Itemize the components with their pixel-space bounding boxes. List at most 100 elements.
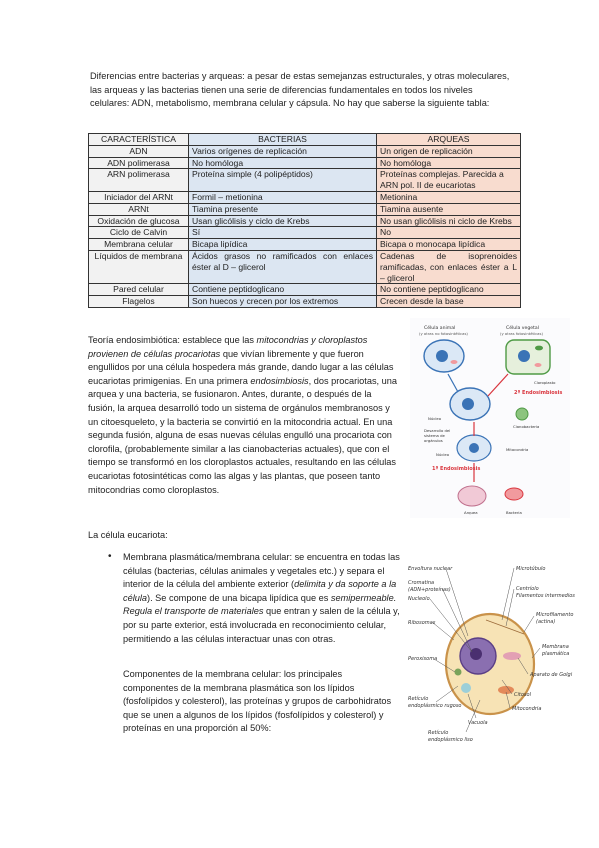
header-characteristic: CARACTERÍSTICA	[88, 133, 189, 146]
golgi-label: Aparato de Golgi	[529, 672, 573, 678]
table-row: ADN Varios orígenes de replicación Un or…	[88, 144, 521, 158]
intro-paragraph: Diferencias entre bacterias y arqueas: a…	[90, 71, 510, 109]
organelle-dev-label-1: Desarrollo del	[424, 428, 450, 433]
archaea-label: Arquea	[464, 510, 478, 515]
membrane-text-2: ). Se compone de una bicapa lipídica que…	[147, 592, 331, 603]
animal-cell-sub-label: (y otras no fotosintéticas)	[419, 331, 468, 336]
chloroplast-icon	[535, 345, 543, 351]
table-row: Membrana celular Bicapa lipídica Bicapa …	[88, 238, 521, 251]
vacuole-icon	[461, 683, 471, 693]
mitochondria-label: Mitocondria	[506, 447, 528, 452]
section-title: La célula eucariota:	[88, 530, 168, 540]
row-key: ADN	[88, 144, 189, 158]
plasma-membrane-label: Membrana	[542, 644, 569, 650]
organelle-dev-label-2: sistema de	[424, 433, 445, 438]
table-header-row: CARACTERÍSTICA BACTERIAS ARQUEAS	[88, 133, 521, 146]
row-bacteria: Sí	[188, 226, 377, 240]
row-key: ARN polimerasa	[88, 168, 189, 192]
endo-text-1: Teoría endosimbiótica: establece que las	[88, 335, 257, 345]
row-key: Líquidos de membrana	[88, 249, 189, 285]
mitochondria-icon	[534, 363, 542, 367]
row-bacteria: Contiene peptidoglicano	[188, 283, 377, 297]
golgi-icon	[503, 652, 521, 660]
header-bacteria: BACTERIAS	[188, 133, 377, 146]
row-archaea: Cadenas de isoprenoides ramificadas, con…	[376, 249, 521, 285]
row-key: Flagelos	[88, 295, 189, 308]
row-archaea: No homóloga	[376, 156, 521, 170]
fusion-nucleus-icon	[469, 443, 479, 453]
first-endosymbiosis-label: 1ª Endosimbiosis	[432, 466, 480, 472]
vacuole-label: Vacuola	[468, 720, 488, 726]
table-row: ARNt Tiamina presente Tiamina ausente	[88, 202, 521, 216]
chromatin-label: Cromatina	[408, 580, 434, 586]
organelle-dev-label-3: orgánulos	[424, 438, 443, 443]
row-archaea: Bicapa o monocapa lipídica	[376, 238, 521, 251]
centriole-label: Centríolo	[516, 585, 539, 592]
row-archaea: Un origen de replicación	[376, 144, 521, 158]
arrow-icon	[487, 373, 509, 397]
animal-nucleus-icon	[436, 350, 448, 362]
endo-text-2: que vivían libremente y que fueron engul…	[88, 348, 394, 386]
row-bacteria: Proteína simple (4 polipéptidos)	[188, 168, 377, 192]
rough-er-label: Retículo	[408, 695, 428, 702]
endo-emphasis-2: endosimbiosis	[250, 375, 309, 386]
actin-label: (actina)	[536, 619, 555, 625]
microtubule-icon	[485, 619, 525, 635]
row-archaea: No	[376, 226, 521, 240]
plant-cell-sub-label: (y otras fotosintéticas)	[500, 331, 543, 336]
row-bacteria: Varios orígenes de replicación	[188, 144, 377, 158]
row-key: ARNt	[88, 202, 189, 216]
row-archaea: No contiene peptidoglicano	[376, 283, 521, 297]
row-archaea: Tiamina ausente	[376, 202, 521, 216]
cyanobacteria-icon	[515, 407, 529, 421]
table-row: Iniciador del ARNt Formil – metionina Me…	[88, 190, 521, 204]
row-key: Pared celular	[88, 283, 189, 297]
arrow-icon	[447, 373, 459, 393]
animal-cell-label: Célula animal	[424, 324, 455, 331]
endo-emphasis-1: mitocondrias y cloroplastos provienen de…	[88, 335, 368, 359]
membrane-paragraph: Membrana plasmática/membrana celular: se…	[123, 551, 408, 646]
row-archaea: Proteínas complejas. Parecida a ARN pol.…	[376, 168, 521, 192]
row-archaea: No usan glicólisis ni ciclo de Krebs	[376, 214, 521, 228]
intermediate-filaments-label: Filamentos intermedios	[516, 593, 575, 599]
nucleus-label-1: Núcleo	[428, 416, 442, 421]
endosymbiotic-theory-paragraph: Teoría endosimbiótica: establece que las…	[88, 334, 400, 497]
peroxisome-icon	[454, 668, 462, 676]
comparison-table: CARACTERÍSTICA BACTERIAS ARQUEAS ADN Var…	[88, 133, 521, 308]
table-row: ADN polimerasa No homóloga No homóloga	[88, 156, 521, 170]
nucleolus-icon	[470, 648, 482, 660]
ribosomes-label: Ribosomas	[408, 620, 436, 626]
bullet-icon: •	[108, 551, 112, 562]
microfilament-label: Microfilamento	[536, 612, 573, 618]
plasma-membrane-label-2: plasmática	[541, 650, 569, 657]
smooth-er-label-2: endoplásmico liso	[428, 736, 473, 743]
mitochondria-label: Mitocondria	[512, 706, 541, 712]
plant-cell-label: Célula vegetal	[506, 324, 539, 331]
membrane-emphasis-1: delimita y da soporte a la célula	[123, 579, 397, 603]
eukaryotic-cell-figure: Envoltura nuclear Cromatina (ADN+proteín…	[406, 560, 576, 750]
adn-proteins-label: (ADN+proteínas)	[408, 586, 451, 593]
table-row: Flagelos Son huecos y crecen por los ext…	[88, 295, 521, 308]
row-key: Iniciador del ARNt	[88, 190, 189, 204]
membrane-text-1: Membrana plasmática/membrana celular: se…	[123, 552, 400, 590]
bacteria-label: Bacteria	[506, 510, 522, 515]
table-row: Oxidación de glucosa Usan glicólisis y c…	[88, 214, 521, 228]
row-archaea: Crecen desde la base	[376, 295, 521, 308]
endosymbiosis-figure: Célula animal (y otras no fotosintéticas…	[410, 318, 570, 518]
smooth-er-label: Retículo	[428, 729, 448, 736]
table-row: Pared celular Contiene peptidoglicano No…	[88, 283, 521, 297]
row-key: Ciclo de Calvin	[88, 226, 189, 240]
plant-nucleus-icon	[518, 350, 530, 362]
chloroplast-label: Cloroplasto	[534, 380, 556, 385]
rough-er-label-2: endoplásmico rugoso	[408, 702, 462, 709]
row-bacteria: Tiamina presente	[188, 202, 377, 216]
peroxisome-label: Peroxisoma	[408, 656, 437, 662]
row-bacteria: Son huecos y crecen por los extremos	[188, 295, 377, 308]
leader-lines	[429, 567, 541, 733]
cytosol-label: Citosol	[514, 692, 532, 698]
membrane-text-3: que entran y salen de la célula y, por s…	[123, 606, 400, 644]
nucleolus-label: Nucleolo	[408, 596, 430, 602]
bacteria-icon	[504, 487, 524, 501]
row-key: Oxidación de glucosa	[88, 214, 189, 228]
